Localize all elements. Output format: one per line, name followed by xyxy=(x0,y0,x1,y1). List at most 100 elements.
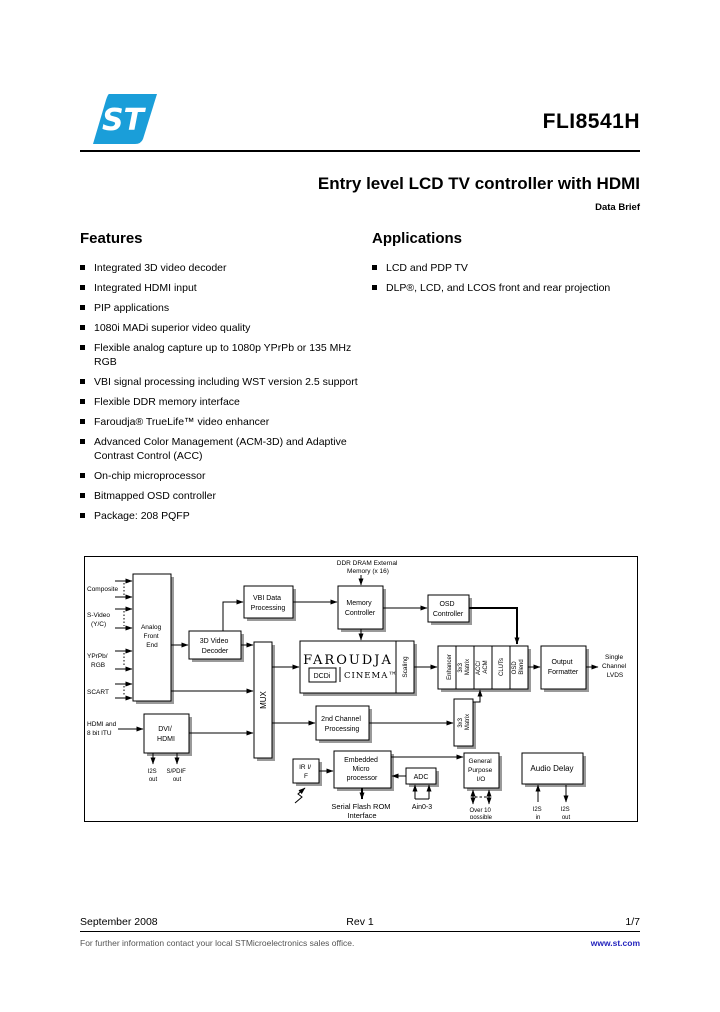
footer-revision: Rev 1 xyxy=(346,916,374,928)
svg-text:General Purpose: General Purpose I/O xyxy=(468,758,494,783)
input-yprpb-rgb: YPrPb/ RGB xyxy=(87,648,133,672)
doc-title: Entry level LCD TV controller with HDMI xyxy=(317,174,640,193)
matrix2-block: 3x3 Matrix xyxy=(453,698,476,749)
bullet-icon xyxy=(80,379,85,384)
list-item: Faroudja® TrueLife™ video enhancer xyxy=(80,415,364,429)
svg-text:Composite: Composite xyxy=(87,586,118,593)
svg-text:OSD Controller: OSD Controller xyxy=(433,601,464,618)
diagram-connections xyxy=(171,599,599,779)
i2s-out-dvi-label: I2S out xyxy=(148,769,159,783)
adc-block: ADC xyxy=(405,767,439,787)
features-list: Integrated 3D video decoder Integrated H… xyxy=(80,261,364,523)
bullet-icon xyxy=(80,513,85,518)
applications-heading: Applications xyxy=(372,230,463,247)
list-item: Flexible analog capture up to 1080p YPrP… xyxy=(80,341,364,369)
svg-text:MUX: MUX xyxy=(259,690,268,708)
cinema-label: CINEMA™ xyxy=(344,671,398,681)
svg-text:SCART: SCART xyxy=(87,689,109,696)
bullet-icon xyxy=(80,473,85,478)
bullet-icon xyxy=(372,265,377,270)
bullet-icon xyxy=(80,399,85,404)
bullet-icon xyxy=(80,265,85,270)
bullet-icon xyxy=(372,285,377,290)
second-channel-block: 2nd Channel Processing xyxy=(315,705,372,743)
list-item: Integrated HDMI input xyxy=(80,281,364,295)
footer-page-number: 1/7 xyxy=(625,916,640,928)
features-section: Features Integrated 3D video decoder Int… xyxy=(80,230,364,529)
ir-if-block: IR I/ F xyxy=(292,758,322,786)
serial-flash-label: Serial Flash ROM Interface xyxy=(331,802,392,819)
bullet-icon xyxy=(80,285,85,290)
hdmi-input-label: HDMI and 8 bit ITU xyxy=(87,721,118,737)
ain-label: Ain0-3 xyxy=(412,804,432,811)
st-logo-icon: ST xyxy=(93,94,157,144)
list-item: Advanced Color Management (ACM-3D) and A… xyxy=(80,435,364,463)
svg-text:Analog Front: Analog Front End xyxy=(141,624,163,649)
list-item: 1080i MADi superior video quality xyxy=(80,321,364,335)
ir-signal-icon xyxy=(294,787,306,804)
bullet-icon xyxy=(80,439,85,444)
audio-delay-block: Audio Delay xyxy=(521,752,586,787)
svg-text:Memory Controller: Memory Controller xyxy=(345,600,376,617)
output-formatter-block: Output Formatter xyxy=(540,645,589,692)
i2s-out-label: I2S out xyxy=(561,807,572,819)
footer-rule xyxy=(80,931,640,932)
applications-list: LCD and PDP TV DLP®, LCD, and LCOS front… xyxy=(372,261,640,295)
micro-block: Embedded Micro processor xyxy=(333,750,394,791)
svg-text:2nd Channel Processi: 2nd Channel Processing xyxy=(321,716,363,733)
svg-text:VBI Data Processing: VBI Data Processing xyxy=(251,595,286,612)
dcdi-box xyxy=(308,667,337,683)
svg-text:DCDi: DCDi xyxy=(314,673,331,680)
list-item: LCD and PDP TV xyxy=(372,261,640,275)
faroudja-brand: FAROUDJA xyxy=(303,653,393,668)
video-decoder-block: 3D Video Decoder xyxy=(188,630,244,662)
gpio-block: General Purpose I/O xyxy=(463,752,502,791)
svg-text:ST: ST xyxy=(102,103,147,138)
spdif-out-label: S/PDIF out xyxy=(166,769,187,783)
list-item: Flexible DDR memory interface xyxy=(80,395,364,409)
svg-text:Output Formatter: Output Formatter xyxy=(548,659,579,676)
input-composite: Composite xyxy=(87,578,133,600)
bullet-icon xyxy=(80,419,85,424)
list-item: On-chip microprocessor xyxy=(80,469,364,483)
i2s-in-label: I2S in xyxy=(533,807,544,819)
acc-acm-label: ACC/ ACM xyxy=(476,659,489,675)
dvi-hdmi-block: DVI/ HDMI xyxy=(143,713,192,756)
svg-text:ADC: ADC xyxy=(414,774,429,781)
osd-blend-label: OSD Blend xyxy=(512,659,525,674)
bullet-icon xyxy=(80,493,85,498)
bullet-icon xyxy=(80,305,85,310)
applications-section: Applications LCD and PDP TV DLP®, LCD, a… xyxy=(372,230,640,301)
svg-text:3x3 Matrix: 3x3 Matrix xyxy=(458,714,471,730)
doc-subtitle: Data Brief xyxy=(595,202,640,213)
processing-chain: Enhancer 3x3 Matrix ACC/ ACM CLUTs OSD B… xyxy=(437,645,531,692)
vbi-block: VBI Data Processing xyxy=(243,585,296,621)
footer-website-link: www.st.com xyxy=(590,938,640,948)
features-heading: Features xyxy=(80,230,143,247)
svg-text:YPrPb/ RGB: YPrPb/ RGB xyxy=(87,653,109,669)
input-svideo: S-Video (Y/C) xyxy=(87,606,133,631)
list-item: PIP applications xyxy=(80,301,364,315)
list-item: VBI signal processing including WST vers… xyxy=(80,375,364,389)
cluts-label: CLUTs xyxy=(499,658,505,676)
lvds-output-label: Single Channel LVDS xyxy=(602,654,628,679)
matrix-label: 3x3 Matrix xyxy=(458,659,471,675)
list-item: Integrated 3D video decoder xyxy=(80,261,364,275)
list-item: Package: 208 PQFP xyxy=(80,509,364,523)
bullet-icon xyxy=(80,345,85,350)
svg-text:Audio Delay: Audio Delay xyxy=(530,764,573,773)
block-diagram: DDR DRAM External Memory (x 16) Composit… xyxy=(84,556,638,822)
bullet-icon xyxy=(80,325,85,330)
faroudja-block: FAROUDJA DCDi CINEMA™ Scaling xyxy=(299,640,417,696)
header-rule xyxy=(80,150,640,152)
enhancer-label: Enhancer xyxy=(447,654,453,680)
list-item: Bitmapped OSD controller xyxy=(80,489,364,503)
memory-controller-block: Memory Controller xyxy=(337,585,386,632)
svg-text:3D Video Decoder: 3D Video Decoder xyxy=(200,638,231,655)
osd-controller-block: OSD Controller xyxy=(427,594,472,625)
scaling-label: Scaling xyxy=(402,656,409,678)
ext-memory-label: DDR DRAM External Memory (x 16) xyxy=(337,560,400,575)
gpio-note-label: Over 10 possible xyxy=(469,808,492,819)
part-number: FLI8541H xyxy=(542,110,640,133)
